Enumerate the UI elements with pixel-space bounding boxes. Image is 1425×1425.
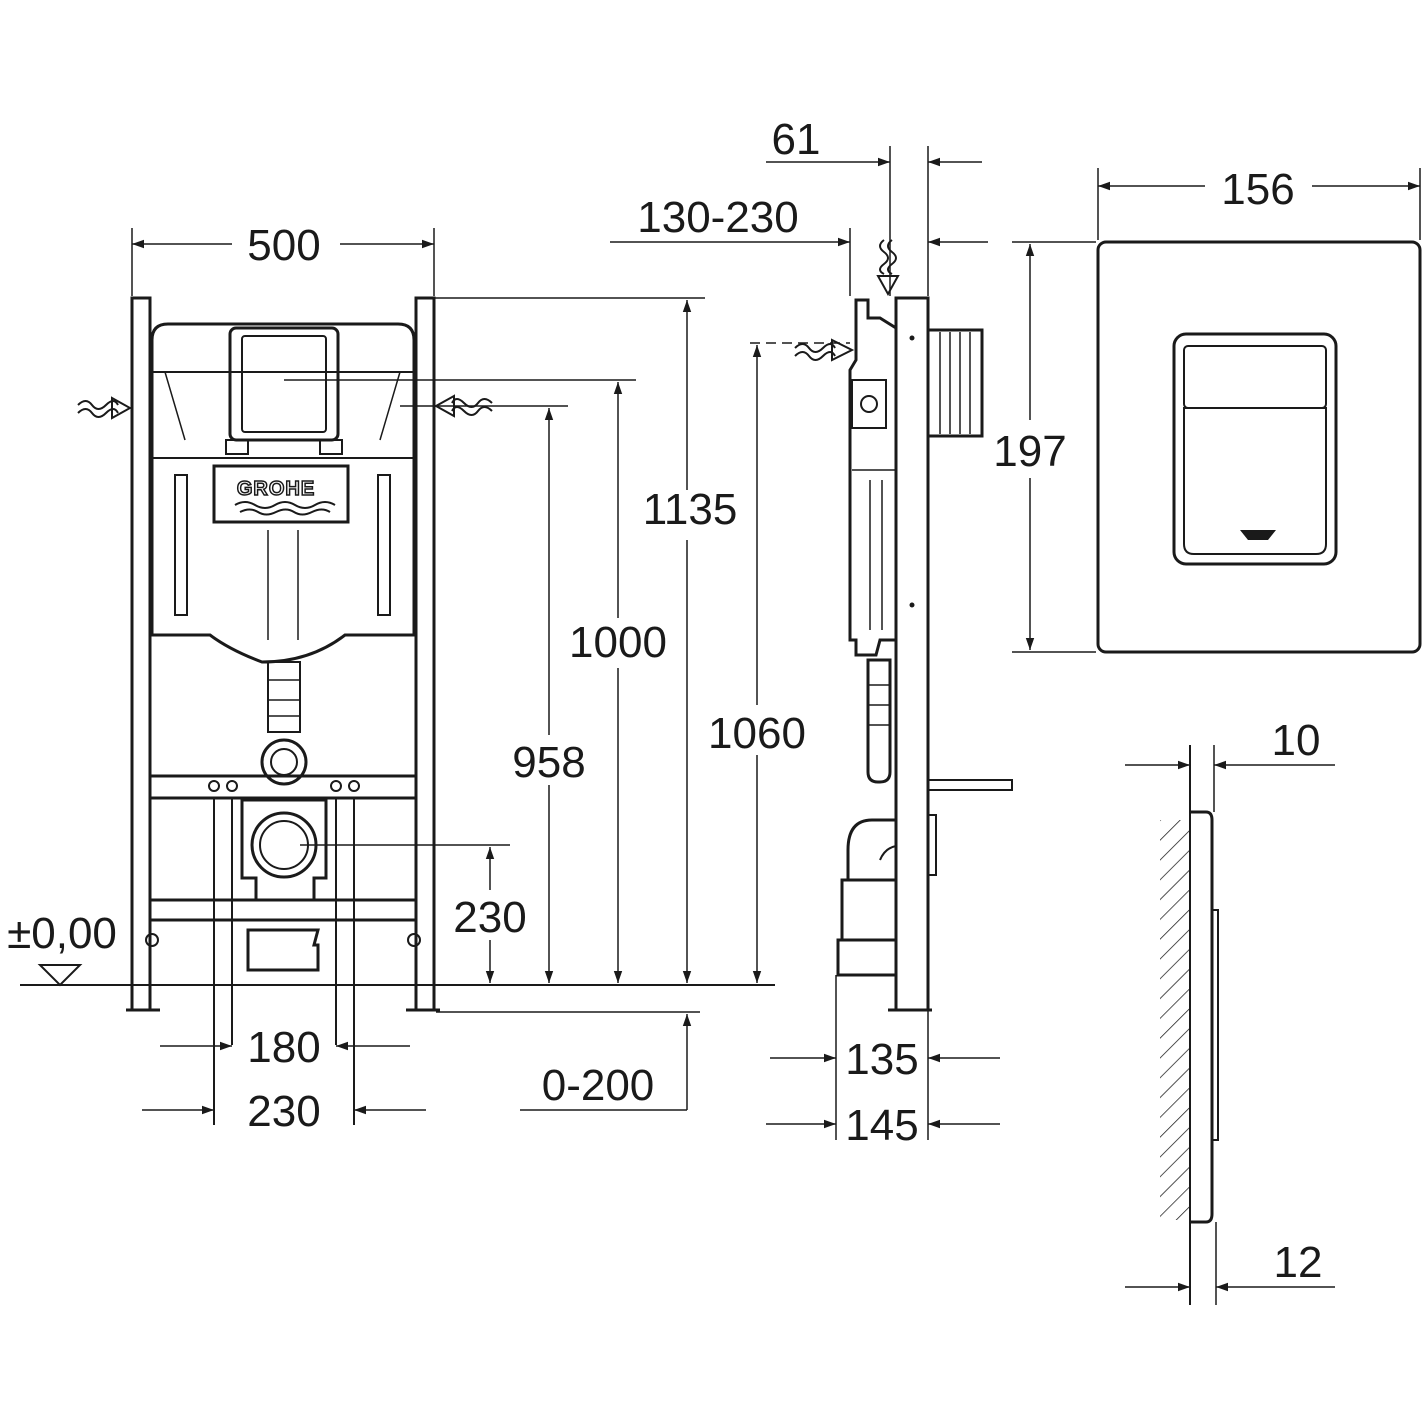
side-inlet-top-symbol bbox=[887, 239, 897, 275]
flush-pipe bbox=[267, 661, 301, 733]
side-inlet-left-arrow bbox=[831, 338, 855, 362]
dim-wall-distance: 130-230 bbox=[637, 193, 798, 242]
logo-wave bbox=[234, 501, 336, 509]
water-inlet-right-symbol bbox=[451, 406, 493, 416]
left-post bbox=[130, 296, 152, 1012]
side-valve-box bbox=[851, 379, 887, 429]
side-cistern bbox=[848, 298, 898, 657]
side-flush-pipe bbox=[866, 658, 892, 784]
side-inlet-top-symbol bbox=[879, 239, 889, 275]
bolt-hole bbox=[348, 780, 360, 792]
actuator-clip-left bbox=[225, 439, 249, 455]
actuator-opening bbox=[228, 326, 340, 442]
front-view: GROHE bbox=[77, 296, 493, 1125]
dim-inlet-height: 958 bbox=[512, 738, 585, 787]
cistern bbox=[150, 322, 416, 664]
dim-foot-adjust: 0-200 bbox=[542, 1061, 655, 1110]
floor-level-label: ±0,00 bbox=[7, 909, 117, 958]
post-dot bbox=[909, 602, 915, 608]
water-inlet-right-symbol bbox=[451, 398, 493, 408]
flush-button-mark bbox=[1240, 530, 1276, 540]
flush-button-frame bbox=[1172, 332, 1338, 566]
dim-front-depth: 61 bbox=[772, 115, 821, 164]
dim-side-inlet-height: 1060 bbox=[708, 709, 806, 758]
plate-profile bbox=[1190, 810, 1214, 1224]
side-view bbox=[794, 146, 1013, 1140]
cistern-rib-left bbox=[174, 474, 188, 616]
side-drain-connector bbox=[840, 878, 898, 942]
logo-plate bbox=[212, 464, 350, 524]
flush-pipe-connector-inner bbox=[270, 748, 298, 776]
dim-frame-width: 500 bbox=[247, 221, 320, 270]
dim-actuator-height: 1000 bbox=[569, 618, 667, 667]
cistern-rib-right bbox=[377, 474, 391, 616]
plate-button-profile bbox=[1211, 909, 1219, 1141]
drain-connector bbox=[246, 928, 320, 972]
outlet-bracket bbox=[240, 798, 328, 902]
dim-outlet-to-top: 1135 bbox=[643, 485, 738, 534]
right-foot-bolt bbox=[407, 933, 421, 947]
floor-level-marker bbox=[37, 964, 83, 987]
bolt-hole bbox=[330, 780, 342, 792]
plate-dimensions: 156 197 bbox=[993, 165, 1421, 653]
dim-depth-min: 135 bbox=[845, 1035, 918, 1084]
actuator-opening-inner bbox=[241, 335, 327, 433]
side-drain-clip bbox=[927, 814, 937, 876]
side-drain-inner bbox=[879, 845, 897, 861]
bolt-hole bbox=[208, 780, 220, 792]
dim-plate-thickness-top: 10 bbox=[1272, 716, 1321, 765]
wall-hatch bbox=[1160, 820, 1190, 1220]
side-actuator-box bbox=[926, 328, 984, 438]
bolt-hole bbox=[226, 780, 238, 792]
brand-logo: GROHE bbox=[237, 478, 315, 500]
side-bracket bbox=[927, 779, 1013, 791]
flush-pipe-connector bbox=[260, 738, 308, 786]
dim-plate-thickness-bottom: 12 bbox=[1274, 1238, 1323, 1287]
flush-plate-front bbox=[1096, 240, 1422, 654]
upper-crossbar bbox=[148, 774, 418, 800]
actuator-clip-right bbox=[319, 439, 343, 455]
side-inlet-left-symbol bbox=[794, 351, 836, 361]
side-inlet-left-symbol bbox=[794, 343, 836, 353]
dim-outlet-height: 230 bbox=[453, 893, 526, 942]
dim-bolt-spacing-inner: 180 bbox=[247, 1023, 320, 1072]
water-inlet-left-arrow bbox=[111, 396, 133, 420]
dim-bolt-spacing-outer: 230 bbox=[247, 1087, 320, 1136]
side-inlet-top-arrow bbox=[876, 275, 900, 297]
flush-button-large bbox=[1183, 407, 1327, 555]
cistern-rib bbox=[164, 371, 186, 441]
right-post bbox=[414, 296, 436, 1012]
flush-plate-side: 10 12 bbox=[1125, 716, 1335, 1305]
lower-crossbar bbox=[148, 898, 418, 922]
side-valve bbox=[860, 395, 878, 413]
flush-button-small bbox=[1183, 345, 1327, 409]
logo-wave bbox=[239, 508, 331, 516]
left-foot-bolt bbox=[145, 933, 159, 947]
side-post bbox=[894, 296, 930, 1012]
dim-plate-height: 197 bbox=[993, 427, 1066, 476]
side-dimensions: 61 130-230 135 145 bbox=[610, 115, 1000, 1150]
front-dimensions: 500 1135 1000 958 1060 230 ±0,00 bbox=[7, 221, 850, 1136]
post-dot bbox=[909, 335, 915, 341]
dim-depth-max: 145 bbox=[845, 1101, 918, 1150]
flush-plate bbox=[1096, 240, 1422, 654]
side-drain-bend bbox=[846, 818, 896, 882]
cistern-rib bbox=[379, 371, 401, 441]
side-drain-collar bbox=[836, 938, 898, 977]
dim-plate-width: 156 bbox=[1221, 165, 1294, 214]
